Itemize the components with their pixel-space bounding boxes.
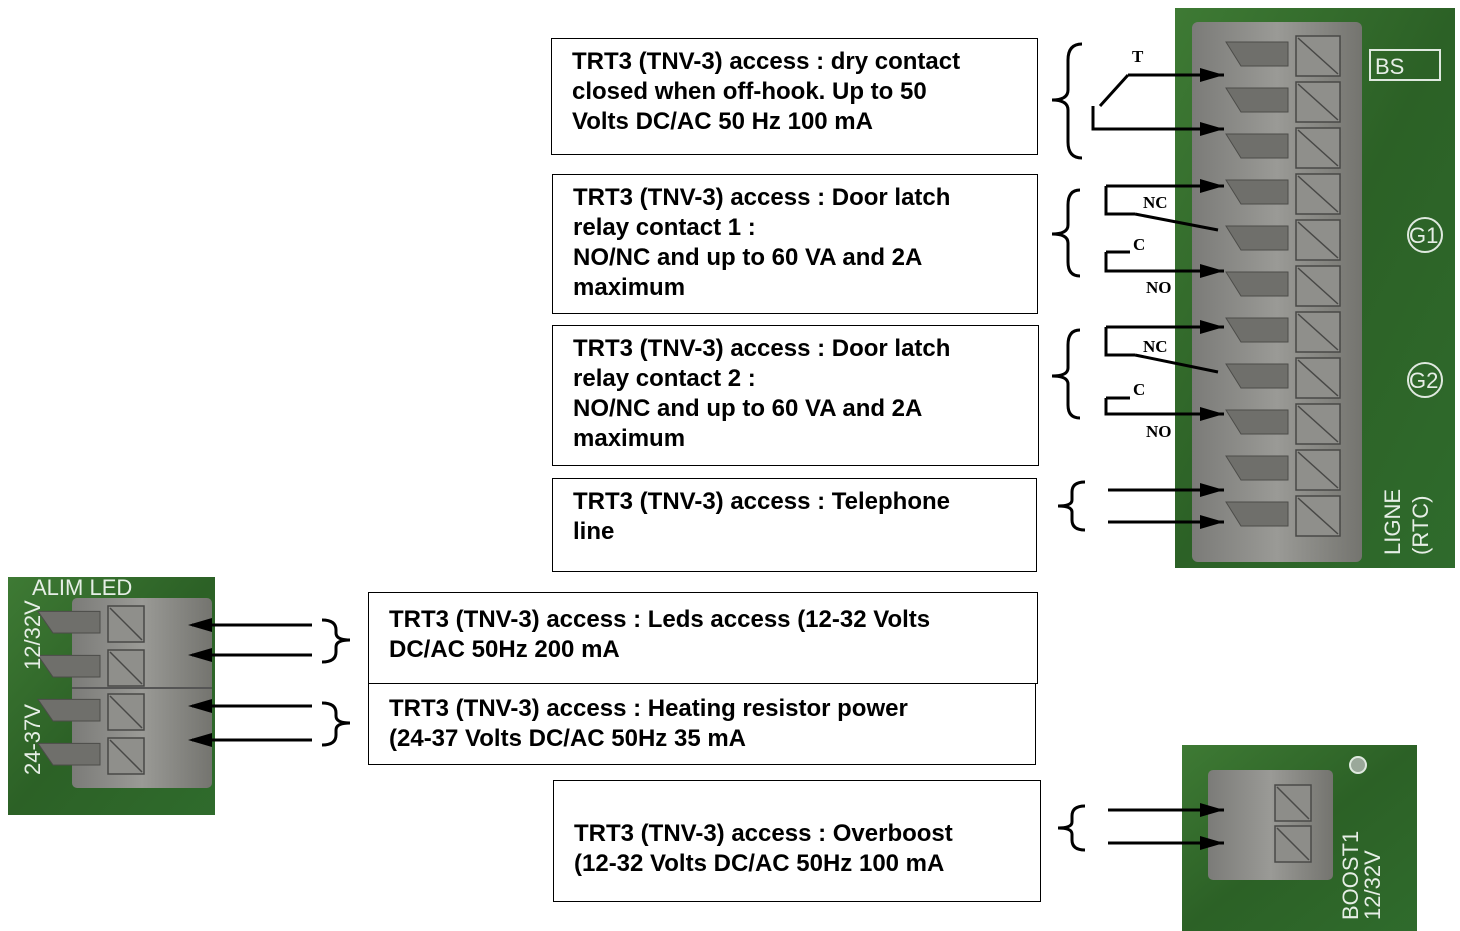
- box-leds: TRT3 (TNV-3) access : Leds access (12-32…: [368, 592, 1038, 684]
- silk-rtc: (RTC): [1408, 496, 1433, 555]
- box-line: NO/NC and up to 60 VA and 2A: [573, 244, 923, 271]
- box-line: NO/NC and up to 60 VA and 2A: [573, 395, 923, 422]
- box-heating: TRT3 (TNV-3) access : Heating resistor p…: [368, 683, 1036, 765]
- label-no-1: NO: [1146, 278, 1172, 297]
- box-relay-1: TRT3 (TNV-3) access : Door latch relay c…: [552, 174, 1038, 314]
- silk-ligne: LIGNE: [1380, 489, 1405, 555]
- box-telephone: TRT3 (TNV-3) access : Telephone line: [552, 478, 1037, 572]
- box-line: DC/AC 50Hz 200 mA: [389, 636, 620, 663]
- brace-relay2: [1051, 328, 1081, 420]
- silk-boost-v: 12/32V: [1360, 850, 1385, 920]
- label-t: T: [1132, 47, 1144, 66]
- silk-g2: G2: [1409, 368, 1438, 393]
- main-connector-photo: BS G1 G2 LIGNE (RTC): [1175, 8, 1455, 568]
- box-dry-contact: TRT3 (TNV-3) access : dry contact closed…: [551, 38, 1038, 155]
- main-terminal: [1225, 449, 1341, 491]
- label-c-2: C: [1133, 380, 1145, 399]
- box-line: TRT3 (TNV-3) access : Leds access (12-32…: [389, 606, 931, 633]
- left-terminal: [37, 737, 145, 775]
- label-nc-2: NC: [1143, 337, 1168, 356]
- silk-left-v1: 12/32V: [20, 600, 45, 670]
- silk-bs: BS: [1375, 54, 1404, 79]
- box-overboost: TRT3 (TNV-3) access : Overboost (12-32 V…: [553, 780, 1041, 902]
- box-line: Volts DC/AC 50 Hz 100 mA: [572, 108, 873, 135]
- box-line: (12-32 Volts DC/AC 50Hz 100 mA: [574, 850, 945, 877]
- label-no-2: NO: [1146, 422, 1172, 441]
- left-terminal: [37, 693, 145, 731]
- brace-leds: [321, 618, 351, 664]
- main-terminal: [1225, 219, 1341, 261]
- left-connector-photo: ALIM LED 12/32V 24-37V: [8, 575, 215, 815]
- main-terminal: [1225, 173, 1341, 215]
- box-line: maximum: [573, 274, 686, 301]
- box-line: TRT3 (TNV-3) access : dry contact: [572, 48, 961, 75]
- main-terminal: [1225, 403, 1341, 445]
- main-terminal: [1225, 311, 1341, 353]
- main-terminal: [1225, 265, 1341, 307]
- silk-boost: BOOST1: [1338, 831, 1363, 920]
- brace-overboost: [1057, 804, 1086, 852]
- brace-heating: [321, 701, 351, 747]
- box-line: TRT3 (TNV-3) access : Telephone: [573, 488, 950, 515]
- relay1-wires: [1104, 184, 1224, 273]
- box-line: (24-37 Volts DC/AC 50Hz 35 mA: [389, 725, 746, 752]
- brace-relay1: [1051, 188, 1081, 278]
- main-terminal: [1225, 127, 1341, 169]
- boost-connector-photo: BOOST1 12/32V: [1182, 745, 1417, 931]
- box-line: TRT3 (TNV-3) access : Heating resistor p…: [389, 695, 908, 722]
- label-c-1: C: [1133, 235, 1145, 254]
- main-terminal: [1225, 495, 1341, 537]
- left-terminal: [37, 605, 145, 643]
- silk-alim-led: ALIM LED: [32, 575, 132, 600]
- box-line: line: [573, 518, 615, 545]
- box-line: closed when off-hook. Up to 50: [572, 78, 927, 105]
- main-terminal: [1225, 35, 1341, 77]
- label-nc-1: NC: [1143, 193, 1168, 212]
- box-line: relay contact 2 :: [573, 365, 756, 392]
- main-terminal: [1225, 81, 1341, 123]
- box-line: TRT3 (TNV-3) access : Door latch: [573, 335, 951, 362]
- left-terminal: [37, 649, 145, 687]
- relay2-wires: [1104, 325, 1224, 416]
- box-relay-2: TRT3 (TNV-3) access : Door latch relay c…: [552, 325, 1039, 466]
- silk-g1: G1: [1409, 223, 1438, 248]
- arrows-and-braces: [188, 42, 1224, 852]
- box-line: relay contact 1 :: [573, 214, 756, 241]
- box-line: TRT3 (TNV-3) access : Door latch: [573, 184, 951, 211]
- main-terminal: [1225, 357, 1341, 399]
- brace-dry-contact: [1051, 42, 1083, 160]
- box-line: maximum: [573, 425, 686, 452]
- brace-telephone: [1057, 480, 1086, 532]
- box-line: TRT3 (TNV-3) access : Overboost: [574, 820, 953, 847]
- silk-left-v2: 24-37V: [20, 704, 45, 775]
